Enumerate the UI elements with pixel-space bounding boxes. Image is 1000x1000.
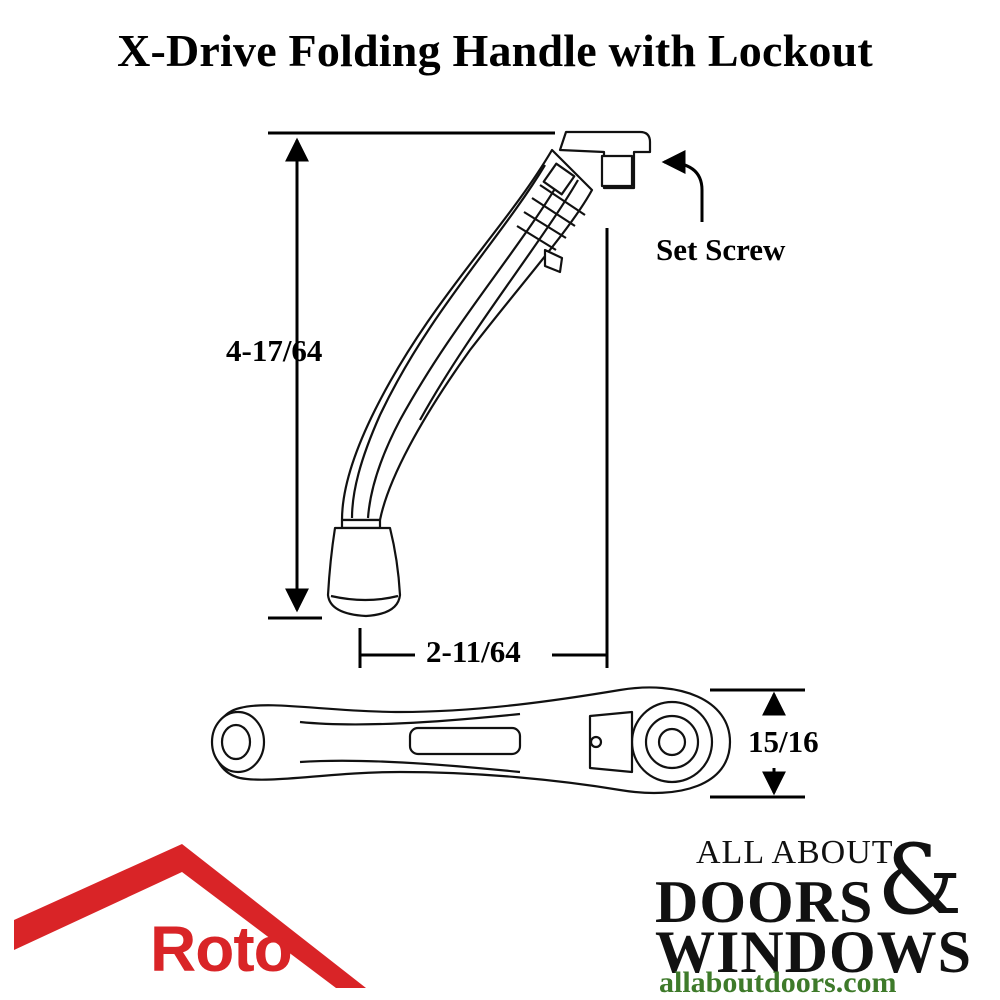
thickness-dimension-label: 15/16: [748, 724, 819, 759]
aad-logo-windows: WINDOWS: [655, 919, 973, 985]
set-screw-label: Set Screw: [656, 232, 786, 267]
all-about-doors-windows-logo: ALL ABOUT & DOORS WINDOWS allaboutdoors.…: [655, 824, 975, 1000]
aad-logo-line1: ALL ABOUT: [696, 834, 894, 871]
height-dimension-label: 4-17/64: [226, 333, 323, 368]
set-screw-callout-arrow: [661, 150, 704, 222]
aad-logo-ampersand: &: [877, 824, 963, 936]
aad-website-link[interactable]: allaboutdoors.com: [659, 966, 897, 999]
roto-logo-icon: [14, 844, 366, 988]
aad-logo-doors: DOORS: [655, 869, 874, 935]
width-dimension-line: [358, 228, 609, 668]
page-title: X-Drive Folding Handle with Lockout: [117, 25, 873, 76]
thickness-dimension-line: [710, 688, 805, 799]
roto-logo-text: Roto: [150, 913, 293, 985]
folding-handle-side-view-icon: [326, 130, 652, 618]
folding-handle-top-view-icon: [210, 686, 732, 794]
width-dimension-label: 2-11/64: [420, 634, 527, 670]
height-dimension-line: [268, 131, 555, 620]
